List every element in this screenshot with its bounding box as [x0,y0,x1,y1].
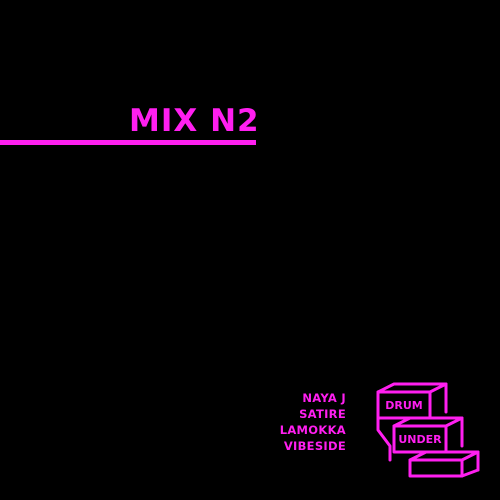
logo-top-face [376,390,432,420]
logo-left-side [376,416,392,462]
artist-1: NAYA J [302,391,346,405]
artist-2: SATIRE [299,407,346,421]
logo-word-top: DRUM [385,399,422,412]
artist-4: VIBESIDE [283,439,346,453]
artist-3: LAMOKKA [279,423,346,437]
logo-middle-face [392,424,448,454]
logo-bottom-face [408,458,464,478]
logo-word-bottom: UNDER [398,433,442,446]
mix-title: MIX N2 [129,103,260,139]
artist-list: NAYA J SATIRE LAMOKKA VIBESIDE [262,390,346,454]
title-underline [0,140,256,145]
stairs-logo-icon: DRUM UNDER [376,382,480,478]
logo-bottom-corner [460,468,480,478]
